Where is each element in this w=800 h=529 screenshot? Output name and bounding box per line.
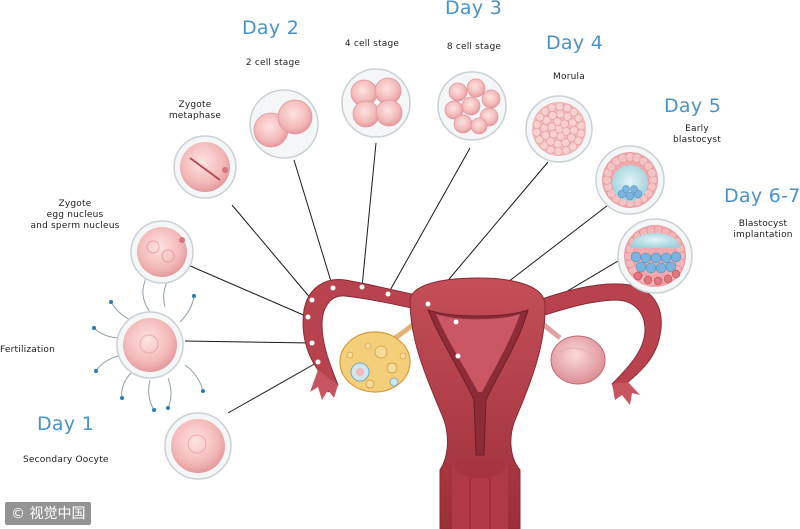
day4-heading: Day 4: [546, 32, 604, 54]
label-zygote-metaphase-line1: Zygote: [178, 100, 212, 110]
morula-blastomere: [569, 107, 579, 117]
label-two-cell: 2 cell stage: [236, 58, 310, 69]
uterus-illustration: [302, 277, 662, 529]
four-cell-embryo: [341, 68, 411, 138]
label-implantation-line1: Blastocyst: [738, 219, 788, 229]
label-zygote-line1: Zygote: [58, 199, 92, 209]
day1-heading: Day 1: [37, 413, 95, 435]
label-zygote-line3: and sperm nucleus: [30, 221, 120, 231]
label-four-cell-text: 4 cell stage: [344, 39, 400, 49]
right-ovary: [550, 335, 606, 385]
morula-blastomere: [548, 111, 557, 120]
morula-blastomere: [547, 103, 557, 112]
morula-blastomere: [549, 129, 558, 139]
morula-blastomere: [574, 113, 584, 123]
day3-heading: Day 3: [445, 0, 503, 19]
label-early-blastocyst: Early blastocyst: [660, 124, 734, 146]
label-zygote-metaphase-line2: metaphase: [168, 111, 222, 121]
morula-blastomere: [532, 128, 542, 137]
label-two-cell-text: 2 cell stage: [245, 58, 301, 68]
cervix: [452, 455, 508, 529]
label-zygote: Zygote egg nucleus and sperm nucleus: [20, 199, 130, 232]
label-morula-text: Morula: [553, 72, 585, 82]
morula-blastomere: [562, 103, 572, 113]
label-four-cell: 4 cell stage: [335, 39, 409, 50]
morula-blastomere: [560, 119, 569, 129]
two-cell-embryo: [249, 89, 319, 159]
label-eight-cell: 8 cell stage: [437, 42, 511, 53]
label-secondary-oocyte-text: Secondary Oocyte: [23, 455, 109, 465]
day2-heading: Day 2: [242, 17, 300, 39]
label-eight-cell-text: 8 cell stage: [446, 42, 502, 52]
morula-blastomere: [576, 129, 586, 138]
fertilization-cell: [92, 264, 205, 412]
morula-blastomere: [539, 141, 549, 151]
label-early-blastocyst-line1: Early: [685, 124, 709, 134]
left-ovary: [339, 331, 411, 393]
blastocyst-implantation: [617, 218, 693, 294]
morula-blastomere: [542, 116, 551, 125]
trophoblast-cell: [647, 168, 657, 178]
morula-blastomere: [554, 147, 563, 156]
morula-blastomere: [568, 142, 578, 151]
label-implantation: Blastocyst implantation: [726, 219, 800, 241]
morula-blastomere: [539, 123, 549, 133]
morula-blastomere: [555, 109, 565, 119]
day5-heading: Day 5: [664, 95, 722, 117]
label-zygote-line2: egg nucleus: [46, 210, 104, 220]
morula-blastomere: [561, 138, 570, 147]
label-fertilization: Fertilization: [0, 345, 55, 356]
morula-blastomere: [546, 145, 556, 155]
morula-blastomere: [553, 139, 563, 149]
morula-blastomere: [563, 112, 572, 121]
morula-blastomere: [534, 135, 544, 145]
label-early-blastocyst-line2: blastocyst: [673, 135, 721, 145]
label-fertilization-text: Fertilization: [0, 345, 56, 355]
secondary-oocyte-cell: [164, 412, 232, 480]
morula-blastomere: [569, 125, 579, 135]
morula-blastomere: [576, 121, 586, 131]
zygote-cell: [130, 220, 194, 284]
label-secondary-oocyte: Secondary Oocyte: [23, 455, 109, 466]
watermark: © 视觉中国: [5, 502, 92, 525]
eight-cell-embryo: [437, 71, 507, 141]
label-implantation-line2: implantation: [733, 230, 793, 240]
label-zygote-metaphase: Zygote metaphase: [160, 100, 230, 122]
tube-embryo-markers: [305, 284, 461, 365]
early-blastocyst: [595, 145, 665, 215]
morula-embryo: [525, 95, 593, 163]
morula-blastomere: [540, 107, 550, 116]
morula-blastomere: [555, 102, 564, 111]
morula-blastomere: [561, 146, 571, 155]
left-fallopian-tube: [302, 279, 431, 393]
zygote-metaphase-cell: [173, 135, 237, 199]
morula-blastomere: [546, 137, 555, 146]
label-morula: Morula: [537, 72, 601, 83]
day6-7-heading: Day 6-7: [724, 185, 800, 207]
morula-blastomere: [532, 120, 542, 129]
morula-blastomere: [535, 112, 545, 122]
morula-blastomere: [573, 136, 583, 146]
